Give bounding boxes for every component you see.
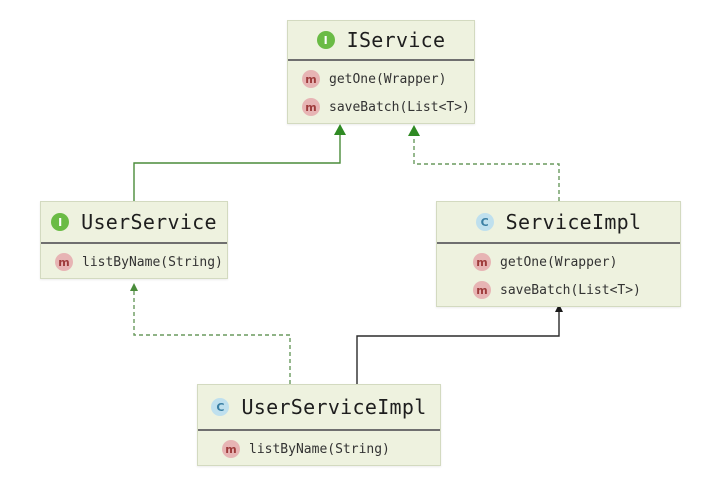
interface-icon: I: [51, 213, 70, 231]
node-header: C UserServiceImpl: [198, 385, 440, 431]
method-icon: m: [222, 440, 240, 458]
class-box-serviceimpl[interactable]: C ServiceImpl m getOne(Wrapper) m saveBatch(L…: [436, 201, 681, 307]
edge-extends-userservice-to-iservice: [133, 135, 341, 201]
node-title: UserService: [81, 210, 217, 234]
method-row[interactable]: m listByName(String): [55, 248, 227, 276]
edge-extends-userserviceimpl-to-serviceimpl: [356, 312, 560, 384]
method-icon: m: [473, 253, 491, 271]
method-list: m getOne(Wrapper) m saveBatch(List<T>): [437, 244, 680, 306]
class-icon: C: [211, 398, 230, 416]
method-signature: saveBatch(List<T>): [500, 282, 641, 298]
method-signature: saveBatch(List<T>): [329, 99, 470, 115]
interface-box-iservice[interactable]: I IService m getOne(Wrapper) m saveBatch(List…: [287, 20, 475, 124]
method-signature: listByName(String): [249, 441, 390, 457]
method-list: m getOne(Wrapper) m saveBatch(List<T>): [288, 61, 474, 123]
node-title: IService: [346, 28, 446, 52]
edge-implements-userserviceimpl-to-userservice: [133, 291, 291, 384]
method-row[interactable]: m getOne(Wrapper): [302, 65, 474, 93]
method-row[interactable]: m saveBatch(List<T>): [473, 276, 680, 304]
edge-implements-serviceimpl-to-iservice: [413, 137, 560, 201]
method-signature: listByName(String): [82, 254, 223, 270]
class-icon: C: [475, 213, 494, 231]
method-row[interactable]: m saveBatch(List<T>): [302, 93, 474, 121]
method-signature: getOne(Wrapper): [329, 71, 447, 87]
arrowhead-icon: [408, 125, 420, 136]
class-box-userserviceimpl[interactable]: C UserServiceImpl m listByName(String): [197, 384, 441, 466]
method-list: m listByName(String): [41, 244, 227, 278]
interface-box-userservice[interactable]: I UserService m listByName(String): [40, 201, 228, 279]
node-title: ServiceImpl: [505, 210, 642, 234]
node-header: C ServiceImpl: [437, 202, 680, 244]
method-row[interactable]: m getOne(Wrapper): [473, 248, 680, 276]
node-title: UserServiceImpl: [241, 395, 427, 419]
arrowhead-icon: [334, 124, 346, 135]
arrowhead-icon: [130, 283, 138, 291]
node-header: I UserService: [41, 202, 227, 244]
method-icon: m: [473, 281, 491, 299]
method-list: m listByName(String): [198, 431, 440, 465]
method-icon: m: [55, 253, 73, 271]
method-row[interactable]: m listByName(String): [222, 435, 440, 463]
method-icon: m: [302, 70, 320, 88]
method-icon: m: [302, 98, 320, 116]
method-signature: getOne(Wrapper): [500, 254, 618, 270]
interface-icon: I: [316, 31, 335, 49]
node-header: I IService: [288, 21, 474, 61]
